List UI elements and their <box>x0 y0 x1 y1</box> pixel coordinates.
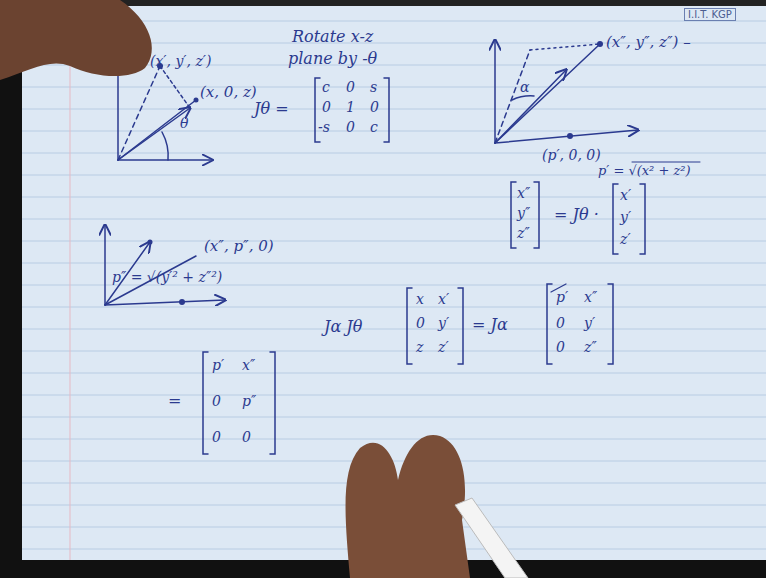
handwritten-label: z′ <box>438 340 449 355</box>
handwritten-label: p′ = √(x² + z²) <box>598 164 691 178</box>
handwritten-label: (x, 0, z) <box>200 84 257 101</box>
handwritten-label: θ <box>180 116 188 131</box>
handwritten-label: (p′, 0, 0) <box>542 148 601 163</box>
handwritten-label: x′ <box>438 292 449 307</box>
handwritten-label: = Jα <box>472 316 508 334</box>
handwritten-label: 0 <box>322 100 331 115</box>
handwritten-label: Jθ = <box>254 100 289 118</box>
handwritten-label: 0 <box>416 316 425 331</box>
handwritten-label: x <box>416 292 424 307</box>
handwritten-label: α <box>520 80 529 95</box>
pen <box>455 498 528 578</box>
handwritten-label: (x′, y′, z′) <box>150 54 211 69</box>
handwritten-label: (x″, y″, z″) – <box>606 34 691 51</box>
handwritten-label: 0 <box>212 394 221 409</box>
handwritten-label: p″ <box>242 394 256 409</box>
handwritten-label: Jα Jθ <box>324 318 362 336</box>
handwritten-label: z′ <box>620 232 631 247</box>
points <box>148 41 604 305</box>
handwritten-label: 1 <box>346 100 355 115</box>
dark-edge <box>0 0 766 6</box>
margin-line <box>70 0 71 578</box>
handwritten-label: x″ <box>584 290 597 305</box>
hand-top <box>0 0 152 80</box>
handwritten-label: Rotate x-z <box>292 28 373 46</box>
handwritten-label: = Jθ · <box>554 206 599 224</box>
handwritten-label: c <box>370 120 378 135</box>
handwritten-label: (x″, p″, 0) <box>204 238 274 255</box>
handwritten-label: y′ <box>584 316 595 331</box>
handwritten-label: 0 <box>212 430 221 445</box>
handwritten-label: y′ <box>438 316 449 331</box>
handwritten-label: p″ = √(y′² + z″²) <box>112 270 222 285</box>
handwritten-label: p′ <box>212 358 224 373</box>
handwritten-label: y′ <box>620 210 631 225</box>
dark-edge <box>0 560 766 578</box>
handwritten-label: 0 <box>556 340 565 355</box>
handwritten-label: x″ <box>517 186 530 201</box>
handwritten-label: z″ <box>517 226 530 241</box>
handwritten-label: 0 <box>346 120 355 135</box>
handwritten-label: y″ <box>517 206 530 221</box>
fingers <box>346 435 470 578</box>
handwritten-label: = <box>168 392 181 410</box>
handwritten-label: x″ <box>242 358 255 373</box>
handwritten-label: 0 <box>556 316 565 331</box>
handwritten-label: plane by -θ <box>288 50 377 68</box>
handwritten-label: 0 <box>346 80 355 95</box>
handwritten-label: p′ <box>556 290 568 305</box>
handwritten-label: z″ <box>584 340 597 355</box>
handwritten-label: 0 <box>370 100 379 115</box>
handwritten-label: 0 <box>242 430 251 445</box>
handwritten-label: s <box>370 80 377 95</box>
handwritten-label: -s <box>318 120 330 135</box>
watermark-stamp: I.I.T. KGP <box>684 8 736 21</box>
handwritten-label: z <box>416 340 423 355</box>
axes-figures <box>105 40 700 454</box>
handwritten-label: x′ <box>620 188 631 203</box>
handwritten-label: c <box>322 80 330 95</box>
dark-edge <box>0 0 22 578</box>
